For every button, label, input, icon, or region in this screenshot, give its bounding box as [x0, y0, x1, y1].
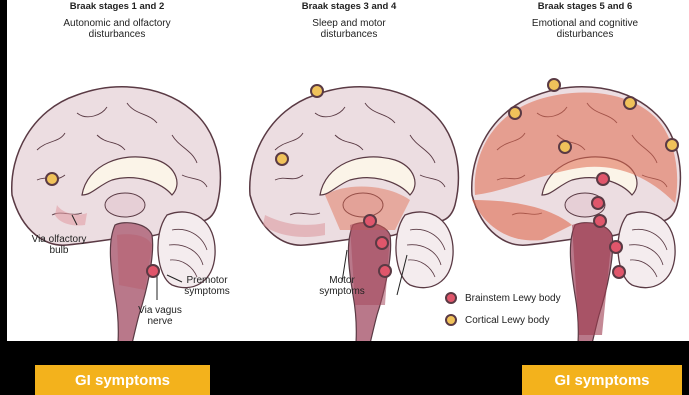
brainstem-lewy-body-marker — [593, 214, 607, 228]
brainstem-lewy-body-marker — [146, 264, 160, 278]
stage-5-6-subtitle: Emotional and cognitive disturbances — [475, 18, 689, 40]
cortical-lewy-body-marker — [275, 152, 289, 166]
premotor-symptoms-note: Premotor symptoms — [172, 275, 242, 297]
brainstem-lewy-body-marker — [609, 240, 623, 254]
vagus-nerve-note: Via vagus nerve — [125, 305, 195, 327]
brainstem-lewy-body-marker — [596, 172, 610, 186]
cortical-lewy-body-marker — [665, 138, 679, 152]
brainstem-lewy-body-marker — [378, 264, 392, 278]
braak-staging-figure: Braak stages 1 and 2 Autonomic and olfac… — [7, 0, 689, 341]
motor-symptoms-note: Motor symptoms — [307, 275, 377, 297]
gi-symptoms-badge-right: GI symptoms — [522, 365, 682, 395]
cortical-lewy-body-icon — [445, 314, 457, 326]
stage-1-2-subtitle: Autonomic and olfactory disturbances — [7, 18, 227, 40]
cortical-lewy-body-marker — [45, 172, 59, 186]
olfactory-bulb-note: Via olfactory bulb — [19, 234, 99, 256]
legend-cortical: Cortical Lewy body — [445, 313, 549, 327]
stage-3-4-title: Braak stages 3 and 4 — [249, 1, 449, 12]
cortical-lewy-body-marker — [558, 140, 572, 154]
brainstem-lewy-body-marker — [363, 214, 377, 228]
brain-stage-1-2 — [12, 87, 221, 341]
brainstem-lewy-body-icon — [445, 292, 457, 304]
brain-stage-3-4 — [250, 87, 459, 341]
legend-brainstem-label: Brainstem Lewy body — [465, 293, 561, 304]
stage-5-6-title: Braak stages 5 and 6 — [485, 1, 685, 12]
brainstem-lewy-body-marker — [375, 236, 389, 250]
legend-brainstem: Brainstem Lewy body — [445, 291, 561, 305]
stage-3-4-subtitle: Sleep and motor disturbances — [239, 18, 459, 40]
cortical-lewy-body-marker — [547, 78, 561, 92]
cortical-lewy-body-marker — [623, 96, 637, 110]
stage-1-2-title: Braak stages 1 and 2 — [17, 1, 217, 12]
brainstem-lewy-body-marker — [591, 196, 605, 210]
cortical-lewy-body-marker — [310, 84, 324, 98]
cortical-lewy-body-marker — [508, 106, 522, 120]
gi-symptoms-badge-left: GI symptoms — [35, 365, 210, 395]
legend-cortical-label: Cortical Lewy body — [465, 315, 549, 326]
brainstem-lewy-body-marker — [612, 265, 626, 279]
